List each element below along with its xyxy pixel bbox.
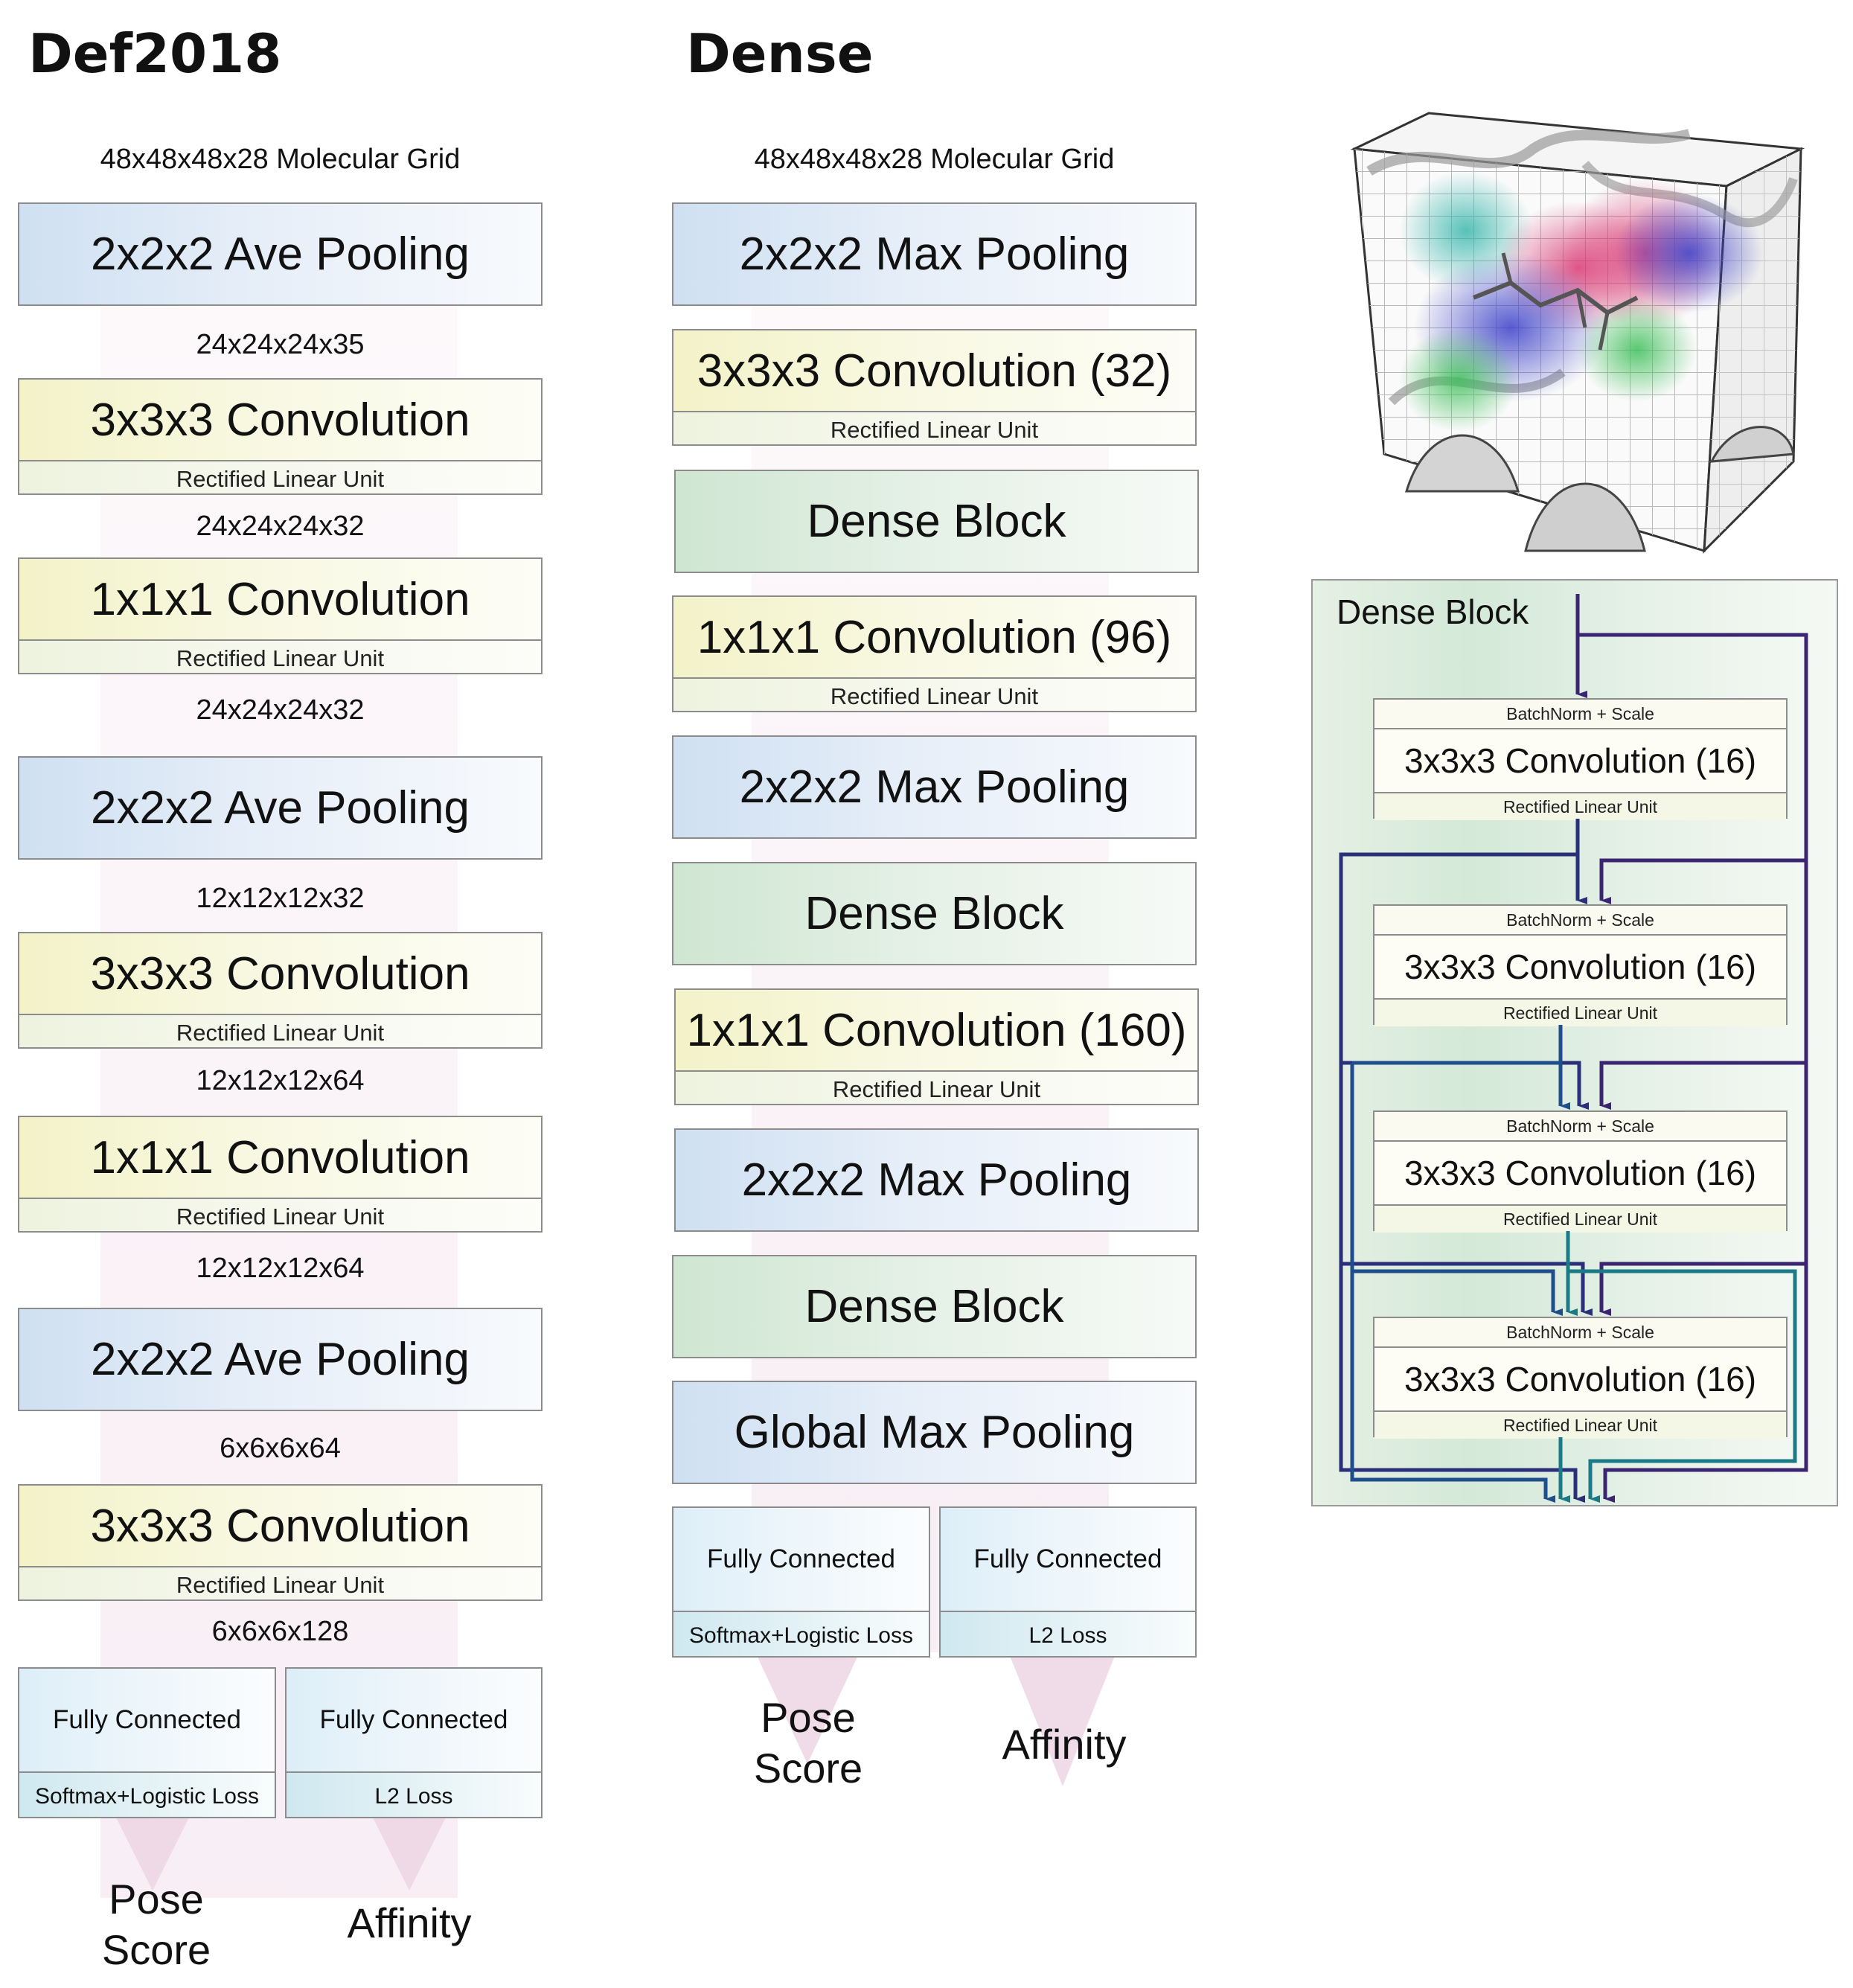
left-dim-7: 6x6x6x64 xyxy=(220,1433,341,1464)
batchnorm-label: BatchNorm + Scale xyxy=(1374,700,1786,729)
left-pool-1: 2x2x2 Ave Pooling xyxy=(18,202,543,306)
middle-conv-1: 3x3x3 Convolution (32) Rectified Linear … xyxy=(672,329,1197,446)
middle-conv-2: 1x1x1 Convolution (96) Rectified Linear … xyxy=(672,595,1197,712)
layer-label: 1x1x1 Convolution (96) xyxy=(697,611,1172,663)
dense-unit-2: BatchNorm + Scale 3x3x3 Convolution (16)… xyxy=(1373,904,1788,1026)
left-dim-1: 24x24x24x35 xyxy=(196,329,365,360)
loss-label: Softmax+Logistic Loss xyxy=(673,1611,929,1656)
left-dim-4: 12x12x12x32 xyxy=(196,883,365,914)
layer-label: 2x2x2 Ave Pooling xyxy=(90,228,470,280)
left-input-label: 48x48x48x28 Molecular Grid xyxy=(100,144,461,175)
batchnorm-label: BatchNorm + Scale xyxy=(1374,906,1786,936)
layer-label: Dense Block xyxy=(807,496,1066,547)
left-dim-8: 6x6x6x128 xyxy=(211,1616,349,1647)
conv-label: 3x3x3 Convolution (16) xyxy=(1404,947,1757,986)
dense-unit-3: BatchNorm + Scale 3x3x3 Convolution (16)… xyxy=(1373,1110,1788,1233)
activation-label: Rectified Linear Unit xyxy=(673,411,1195,444)
activation-label: Rectified Linear Unit xyxy=(19,1014,541,1047)
molecular-grid-cube-illustration xyxy=(1350,112,1805,554)
layer-label: Global Max Pooling xyxy=(734,1407,1135,1458)
loss-label: L2 Loss xyxy=(941,1611,1195,1656)
layer-label: 2x2x2 Max Pooling xyxy=(739,228,1130,280)
middle-output-pose-score: Pose Score xyxy=(753,1694,863,1792)
middle-dense-block-1: Dense Block xyxy=(674,470,1199,573)
left-dim-2: 24x24x24x32 xyxy=(196,511,365,542)
loss-label: L2 Loss xyxy=(287,1771,541,1817)
activation-label: Rectified Linear Unit xyxy=(1374,1410,1786,1439)
left-conv-4: 1x1x1 Convolution Rectified Linear Unit xyxy=(18,1116,543,1233)
dense-unit-4: BatchNorm + Scale 3x3x3 Convolution (16)… xyxy=(1373,1317,1788,1439)
left-output-pose-score: Pose Score xyxy=(101,1876,211,1973)
activation-label: Rectified Linear Unit xyxy=(1374,792,1786,820)
batchnorm-label: BatchNorm + Scale xyxy=(1374,1318,1786,1348)
activation-label: Rectified Linear Unit xyxy=(1374,998,1786,1026)
layer-label: 1x1x1 Convolution (160) xyxy=(686,1004,1187,1056)
fc-label: Fully Connected xyxy=(53,1705,241,1734)
middle-fc-pose: Fully Connected Softmax+Logistic Loss xyxy=(672,1506,930,1658)
middle-dense-block-3: Dense Block xyxy=(672,1255,1197,1358)
middle-fc-affinity: Fully Connected L2 Loss xyxy=(939,1506,1197,1658)
layer-label: 3x3x3 Convolution xyxy=(90,1500,470,1552)
middle-pool-3: 2x2x2 Max Pooling xyxy=(674,1128,1199,1232)
layer-label: 3x3x3 Convolution xyxy=(90,394,470,446)
layer-label: 1x1x1 Convolution xyxy=(90,1131,470,1183)
dense-connection-arrows xyxy=(1339,594,1808,1503)
layer-label: 2x2x2 Ave Pooling xyxy=(90,782,470,834)
fc-label: Fully Connected xyxy=(707,1544,895,1573)
activation-label: Rectified Linear Unit xyxy=(1374,1204,1786,1233)
left-dim-6: 12x12x12x64 xyxy=(196,1253,365,1284)
layer-label: 2x2x2 Max Pooling xyxy=(739,761,1130,813)
activation-label: Rectified Linear Unit xyxy=(19,639,541,673)
dense-block-panel-title: Dense Block xyxy=(1337,592,1529,631)
conv-label: 3x3x3 Convolution (16) xyxy=(1404,1154,1757,1192)
conv-label: 3x3x3 Convolution (16) xyxy=(1404,1360,1757,1399)
loss-label: Softmax+Logistic Loss xyxy=(19,1771,275,1817)
middle-pool-2: 2x2x2 Max Pooling xyxy=(672,735,1197,839)
left-conv-2: 1x1x1 Convolution Rectified Linear Unit xyxy=(18,557,543,674)
left-pool-2: 2x2x2 Ave Pooling xyxy=(18,756,543,860)
conv-label: 3x3x3 Convolution (16) xyxy=(1404,741,1757,780)
middle-global-pool: Global Max Pooling xyxy=(672,1381,1197,1484)
activation-label: Rectified Linear Unit xyxy=(673,677,1195,711)
middle-dense-block-2: Dense Block xyxy=(672,862,1197,965)
layer-label: 2x2x2 Ave Pooling xyxy=(90,1334,470,1385)
left-fc-pose: Fully Connected Softmax+Logistic Loss xyxy=(18,1667,276,1818)
left-title: Def2018 xyxy=(28,22,282,85)
middle-input-label: 48x48x48x28 Molecular Grid xyxy=(754,144,1115,175)
left-conv-3: 3x3x3 Convolution Rectified Linear Unit xyxy=(18,932,543,1049)
activation-label: Rectified Linear Unit xyxy=(19,1198,541,1231)
middle-pool-1: 2x2x2 Max Pooling xyxy=(672,202,1197,306)
batchnorm-label: BatchNorm + Scale xyxy=(1374,1112,1786,1142)
middle-conv-3: 1x1x1 Convolution (160) Rectified Linear… xyxy=(674,988,1199,1105)
layer-label: 3x3x3 Convolution (32) xyxy=(697,345,1172,397)
left-conv-5: 3x3x3 Convolution Rectified Linear Unit xyxy=(18,1484,543,1601)
fc-label: Fully Connected xyxy=(973,1544,1162,1573)
layer-label: Dense Block xyxy=(804,1281,1064,1332)
activation-label: Rectified Linear Unit xyxy=(19,460,541,493)
left-dim-3: 24x24x24x32 xyxy=(196,694,365,726)
middle-output-funnels xyxy=(755,1652,1116,1786)
activation-label: Rectified Linear Unit xyxy=(19,1566,541,1599)
layer-label: 2x2x2 Max Pooling xyxy=(741,1154,1132,1206)
dense-unit-1: BatchNorm + Scale 3x3x3 Convolution (16)… xyxy=(1373,698,1788,820)
left-dim-5: 12x12x12x64 xyxy=(196,1065,365,1096)
left-pool-3: 2x2x2 Ave Pooling xyxy=(18,1308,543,1411)
middle-title: Dense xyxy=(686,22,874,85)
left-fc-affinity: Fully Connected L2 Loss xyxy=(285,1667,543,1818)
layer-label: 1x1x1 Convolution xyxy=(90,573,470,625)
layer-label: 3x3x3 Convolution xyxy=(90,947,470,1000)
layer-label: Dense Block xyxy=(804,888,1064,939)
activation-label: Rectified Linear Unit xyxy=(676,1070,1197,1104)
middle-output-affinity: Affinity xyxy=(1002,1721,1127,1768)
left-conv-1: 3x3x3 Convolution Rectified Linear Unit xyxy=(18,378,543,495)
left-output-affinity: Affinity xyxy=(347,1899,472,1946)
fc-label: Fully Connected xyxy=(319,1705,508,1734)
